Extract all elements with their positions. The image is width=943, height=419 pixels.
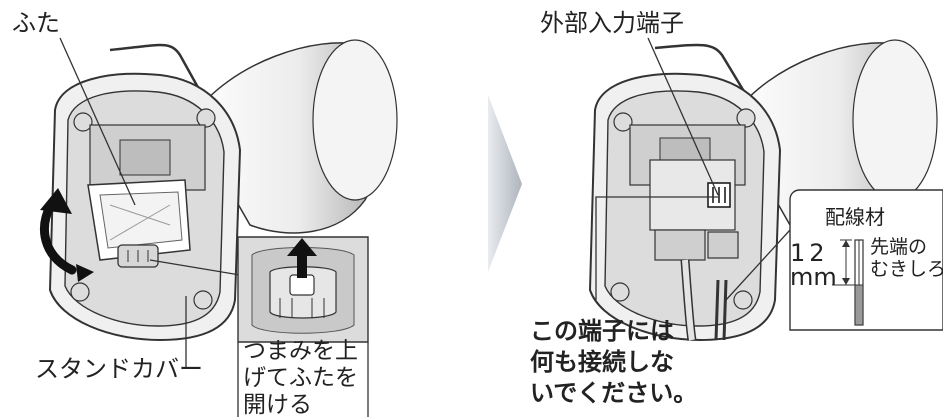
strip-note-line: むきしろ — [870, 258, 943, 280]
right-camera — [588, 39, 938, 342]
wiring-material-title: 配線材 — [825, 205, 885, 229]
wiring-leader-line — [725, 229, 791, 301]
knob-instruction: つまみを上 げてふたを 開ける — [243, 338, 358, 419]
warning-line: いでください。 — [530, 379, 698, 407]
lid-label: ふた — [12, 9, 60, 37]
strip-length-value: 12 — [790, 239, 829, 267]
chevron-right-icon — [488, 95, 522, 272]
warning-leader-line — [595, 196, 718, 300]
knob-detail-inset — [237, 236, 369, 343]
external-input-terminal-label: 外部入力端子 — [540, 9, 684, 37]
instruction-line: げてふたを — [243, 365, 358, 391]
curved-arrow-icon — [39, 188, 94, 282]
instruction-line: 開ける — [243, 392, 312, 418]
terminal-leader-line — [647, 37, 719, 196]
strip-note: 先端の むきしろ — [870, 236, 943, 280]
strip-note-line: 先端の — [870, 236, 928, 258]
lid-leader-line — [59, 37, 136, 206]
warning-line: この端子には — [530, 317, 674, 345]
stand-cover-label: スタンドカバー — [35, 355, 203, 383]
wiring-detail-inset — [789, 189, 943, 331]
strip-length-unit: mm — [790, 263, 837, 291]
instruction-line: つまみを上 — [243, 338, 358, 364]
up-arrow-icon — [287, 238, 317, 278]
left-camera — [48, 39, 398, 342]
warning-line: 何も接続しな — [530, 348, 674, 376]
no-connection-warning: この端子には 何も接続しな いでください。 — [530, 316, 697, 409]
